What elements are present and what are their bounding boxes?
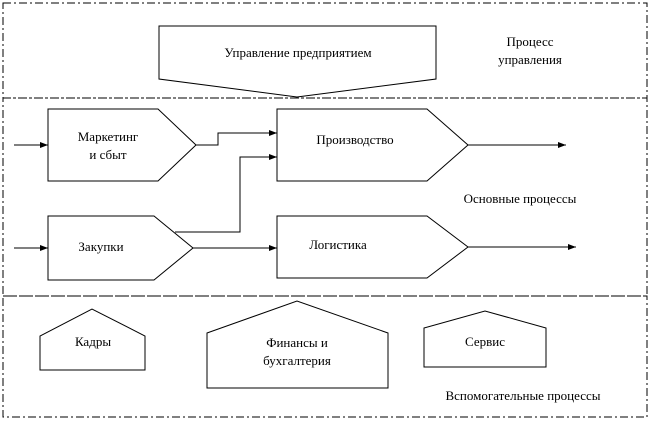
- management-zone-label: Процесс управления: [498, 34, 562, 67]
- logistics-block-label: Логистика: [309, 237, 367, 252]
- management-block-label: Управление предприятием: [224, 45, 372, 60]
- finance-block-shape: [206, 300, 389, 389]
- purchasing-block-label: Закупки: [78, 239, 124, 254]
- support-zone-frame: [2, 295, 648, 418]
- service-block-shape: [423, 310, 547, 368]
- hr-block-shape: [39, 308, 146, 371]
- marketing-block-label: Маркетинг и сбыт: [77, 129, 139, 162]
- hr-block-label: Кадры: [74, 334, 112, 349]
- purchasing-block-shape: [47, 215, 194, 281]
- service-block-label: Сервис: [465, 334, 505, 349]
- finance-block-label: Финансы и бухгалтерия: [263, 335, 331, 368]
- marketing-to-production-arrow: [196, 130, 277, 146]
- production-block-shape: [276, 108, 469, 182]
- core-zone-label: Основные процессы: [463, 191, 577, 206]
- support-zone-label: Вспомогательные процессы: [445, 388, 601, 403]
- management-block-shape: [158, 25, 437, 98]
- logistics-block-shape: [276, 215, 469, 279]
- marketing-block-shape: [47, 108, 197, 182]
- purchasing-to-production-arrow: [175, 154, 277, 233]
- production-block-label: Производство: [316, 132, 394, 147]
